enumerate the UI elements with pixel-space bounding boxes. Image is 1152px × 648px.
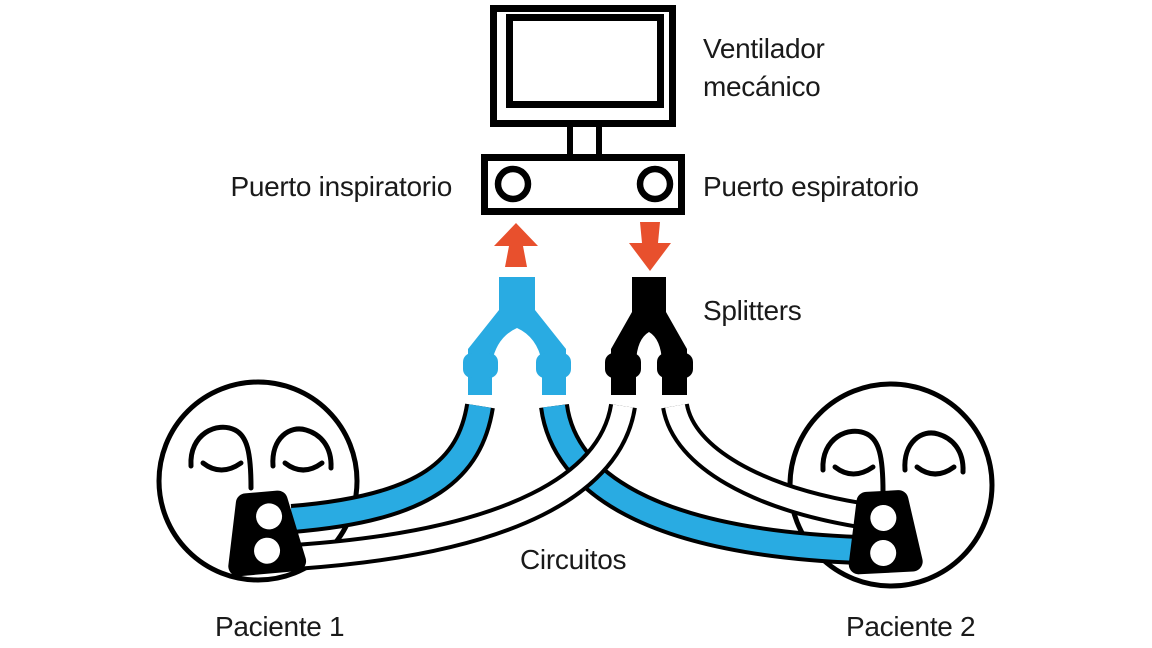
patient-2-mask-port-top — [870, 504, 897, 531]
expiratory-tube-patient-1-fill — [294, 404, 633, 567]
inspiratory-port-icon — [494, 165, 532, 203]
expiratory-splitter-left-collar — [605, 353, 641, 378]
patient-1-mask-icon — [228, 490, 307, 577]
ventilator-label-line1: Ventilador — [703, 33, 825, 64]
patient-1-left-eye — [200, 460, 244, 473]
inspiratory-tube-patient-2-fill — [543, 404, 860, 561]
patient-1-right-eyebrow — [270, 426, 334, 471]
expiratory-tube-patient-1 — [294, 403, 637, 571]
inspiratory-tube-patient-1 — [290, 403, 495, 534]
inspiratory-tube-patient-2 — [539, 403, 860, 565]
expiratory-tube-patient-2 — [661, 402, 863, 529]
expiratory-tube-patient-2-fill — [665, 403, 862, 525]
expiratory-port-label: Puerto espiratorio — [703, 171, 919, 202]
patient-1-face — [188, 424, 334, 491]
ventilator-label-line2: mecánico — [703, 71, 821, 102]
inspiratory-splitter-body — [468, 277, 566, 395]
expiratory-down-arrow-icon — [629, 222, 671, 271]
expiratory-splitter-right-collar — [657, 353, 693, 378]
ventilator-icon — [481, 5, 685, 215]
expiratory-splitter-icon — [605, 277, 693, 395]
monitor-screen — [506, 14, 664, 108]
patient-2-mask-icon — [848, 490, 923, 575]
circuits-label: Circuitos — [520, 544, 627, 575]
inspiratory-splitter-right-collar — [536, 353, 571, 378]
expiratory-port-icon — [636, 165, 674, 203]
patient-2-mask-port-bottom — [870, 540, 897, 567]
ventilator-label: Ventilador mecánico — [703, 30, 825, 106]
inspiratory-splitter-left-collar — [463, 353, 498, 378]
patient-2-label: Paciente 2 — [846, 611, 976, 642]
patient-1-label: Paciente 1 — [215, 611, 345, 642]
inspiratory-port-label: Puerto inspiratorio — [230, 171, 452, 202]
inspiratory-tube-patient-1-fill — [291, 404, 491, 530]
patient-1-mask-port-top — [256, 503, 283, 530]
patient-1-right-eye — [282, 460, 325, 473]
inspiratory-up-arrow-icon — [494, 223, 538, 267]
inspiratory-splitter-icon — [463, 277, 571, 395]
patient-1-left-eyebrow-nose — [188, 424, 254, 491]
splitters-label: Splitters — [703, 295, 802, 326]
patient-1-mask-port-bottom — [254, 537, 281, 564]
